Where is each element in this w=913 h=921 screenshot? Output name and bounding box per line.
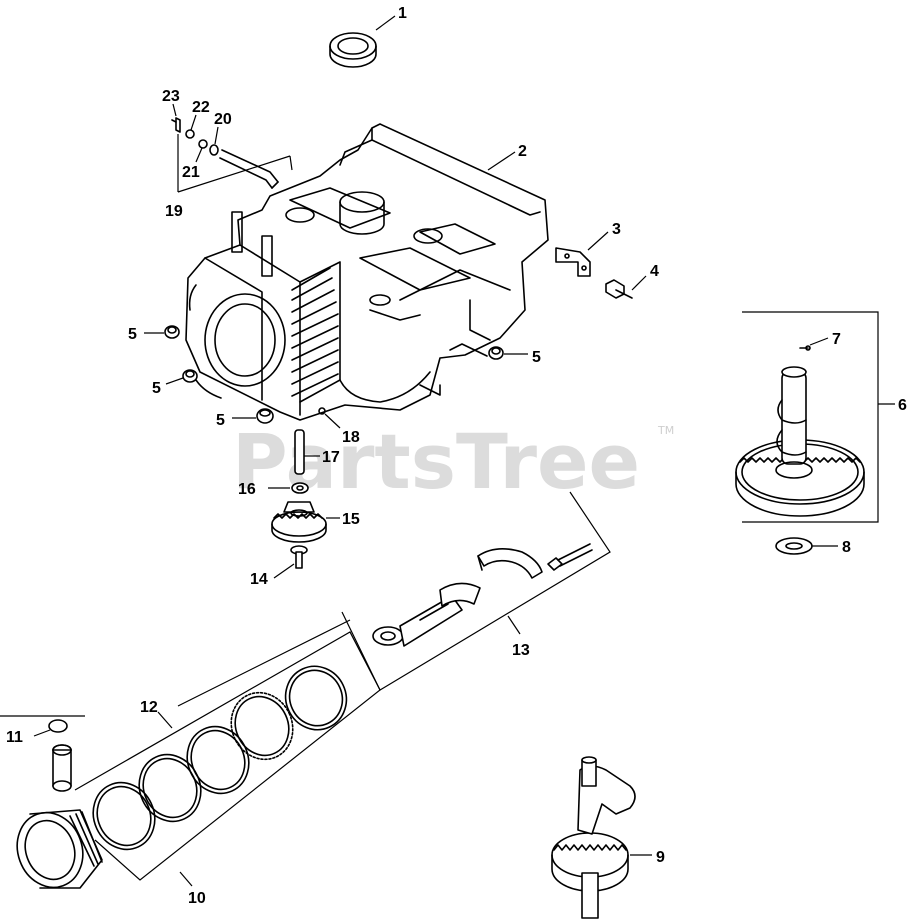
callout-11[interactable]: 11: [6, 729, 23, 746]
part-20-seal[interactable]: [209, 144, 219, 156]
part-10-piston[interactable]: [7, 803, 103, 896]
part-5-dowel-pin-a[interactable]: [164, 325, 180, 339]
bracket-group-13: [341, 491, 611, 691]
part-12-ring-5[interactable]: [82, 773, 165, 860]
callout-2[interactable]: 2: [518, 143, 527, 160]
part-3-bracket[interactable]: [555, 247, 591, 277]
part-13-rod-cap[interactable]: [477, 548, 543, 579]
callout-12[interactable]: 12: [140, 699, 158, 716]
watermark-tm: TM: [657, 424, 674, 437]
callout-18[interactable]: 18: [342, 429, 360, 446]
part-12-ring-2[interactable]: [220, 683, 303, 770]
part-21-grommet[interactable]: [198, 139, 208, 149]
part-5-dowel-pin-c[interactable]: [256, 408, 274, 424]
callout-14[interactable]: 14: [250, 571, 268, 588]
part-20-breather-tube[interactable]: [219, 149, 279, 189]
callout-22[interactable]: 22: [192, 99, 210, 116]
part-12-ring-3[interactable]: [176, 717, 259, 804]
bracket-group-10: [0, 631, 381, 881]
part-12-ring-4[interactable]: [128, 745, 211, 832]
callout-5-d[interactable]: 5: [532, 349, 541, 366]
part-11-wrist-pin-clip[interactable]: [48, 719, 68, 733]
callout-20[interactable]: 20: [214, 111, 232, 128]
callout-16[interactable]: 16: [238, 481, 256, 498]
bracket-group-19: [177, 134, 293, 193]
bracket-group-12: [177, 619, 351, 707]
callout-21[interactable]: 21: [182, 164, 200, 181]
part-23-breather-cap[interactable]: [171, 117, 181, 133]
part-8-washer[interactable]: [775, 537, 813, 555]
callout-19[interactable]: 19: [165, 203, 183, 220]
part-5-dowel-pin-b[interactable]: [182, 369, 198, 383]
part-18-pin[interactable]: [318, 407, 326, 415]
part-2-crankcase[interactable]: [185, 123, 549, 421]
part-9-crankshaft[interactable]: [551, 756, 636, 919]
callout-9[interactable]: 9: [656, 849, 665, 866]
bracket-group-6: [742, 311, 879, 523]
part-14-screw[interactable]: [290, 545, 308, 569]
callout-13[interactable]: 13: [512, 642, 530, 659]
part-15-governor-gear[interactable]: [271, 501, 327, 543]
callout-8[interactable]: 8: [842, 539, 851, 556]
part-6-camshaft[interactable]: [735, 366, 865, 517]
part-12-ring-1[interactable]: [275, 656, 356, 739]
callout-23[interactable]: 23: [162, 88, 180, 105]
callout-5-a[interactable]: 5: [128, 326, 137, 343]
part-11-wrist-pin[interactable]: [52, 744, 72, 792]
part-13-rod-bolt[interactable]: [547, 543, 593, 571]
callout-5-c[interactable]: 5: [216, 412, 225, 429]
callout-1[interactable]: 1: [398, 5, 407, 22]
part-1-oil-seal[interactable]: [329, 32, 377, 68]
callout-15[interactable]: 15: [342, 511, 360, 528]
callout-5-b[interactable]: 5: [152, 380, 161, 397]
part-4-bolt[interactable]: [605, 279, 633, 299]
part-22-gasket[interactable]: [185, 129, 195, 139]
watermark-text: PartsTree: [232, 417, 640, 506]
part-5-dowel-pin-d[interactable]: [488, 346, 504, 360]
callout-4[interactable]: 4: [650, 263, 659, 280]
callout-17[interactable]: 17: [322, 449, 340, 466]
part-7-pin[interactable]: [799, 345, 811, 351]
callout-3[interactable]: 3: [612, 221, 621, 238]
callout-7[interactable]: 7: [832, 331, 841, 348]
part-13-connecting-rod[interactable]: [372, 582, 481, 647]
part-17-governor-shaft[interactable]: [294, 429, 305, 475]
part-16-washer[interactable]: [291, 482, 309, 494]
callout-6[interactable]: 6: [898, 397, 907, 414]
callout-10[interactable]: 10: [188, 890, 206, 907]
